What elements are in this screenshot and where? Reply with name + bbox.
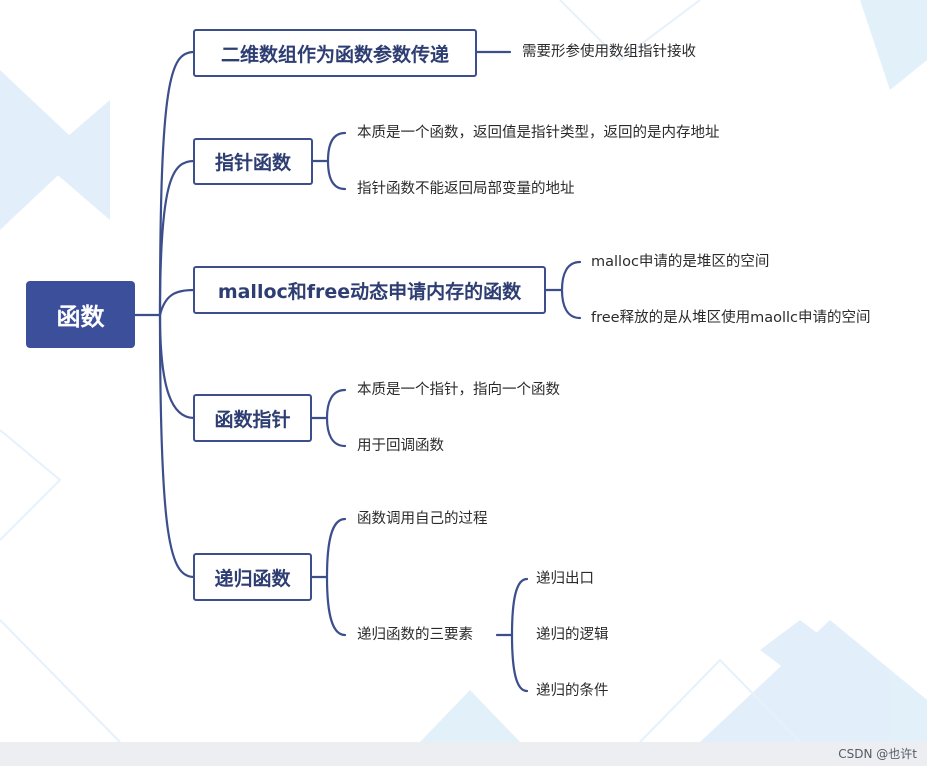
background-decor-lines	[0, 0, 801, 743]
leaf-free-heap[interactable]: free释放的是从堆区使用maollc申请的空间	[591, 310, 871, 326]
footer-bar	[0, 742, 927, 766]
background-decor	[0, 0, 927, 742]
branch-connector-4	[158, 313, 196, 420]
leaf-pointer-function-local[interactable]: 指针函数不能返回局部变量的地址	[357, 181, 575, 197]
branch-connector-3	[158, 288, 196, 317]
leaf-callback[interactable]: 用于回调函数	[357, 438, 444, 454]
branch-connector-2	[158, 159, 196, 317]
leaf-malloc-heap[interactable]: malloc申请的是堆区的空间	[591, 254, 770, 270]
bracket-4	[309, 388, 347, 448]
branch-connector-5	[158, 313, 196, 579]
leaf-recursion-logic[interactable]: 递归的逻辑	[536, 627, 609, 643]
leaf-recursion-exit[interactable]: 递归出口	[536, 571, 594, 587]
branch-recursive-function[interactable]: 递归函数	[193, 553, 312, 601]
branch-2d-array-param[interactable]: 二维数组作为函数参数传递	[193, 29, 477, 77]
bracket-2	[310, 131, 347, 191]
branch-function-pointer[interactable]: 函数指针	[193, 394, 312, 442]
leaf-recursion-definition[interactable]: 函数调用自己的过程	[357, 511, 488, 527]
leaf-pointer-function-essence[interactable]: 本质是一个函数，返回值是指针类型，返回的是内存地址	[357, 125, 720, 141]
csdn-watermark: CSDN @也许t	[838, 747, 917, 761]
leaf-array-pointer-param[interactable]: 需要形参使用数组指针接收	[522, 44, 696, 60]
bracket-5-sub	[495, 577, 529, 693]
leaf-recursion-condition[interactable]: 递归的条件	[536, 683, 609, 699]
leaf-function-pointer-essence[interactable]: 本质是一个指针，指向一个函数	[357, 382, 560, 398]
bracket-5	[309, 517, 347, 637]
branch-pointer-function[interactable]: 指针函数	[193, 138, 313, 185]
branch-malloc-free[interactable]: malloc和free动态申请内存的函数	[193, 266, 546, 314]
root-node[interactable]: 函数	[26, 281, 135, 348]
leaf-recursion-three-elements[interactable]: 递归函数的三要素	[357, 627, 473, 643]
bracket-3	[544, 260, 582, 320]
branch-connector-1	[158, 50, 196, 317]
